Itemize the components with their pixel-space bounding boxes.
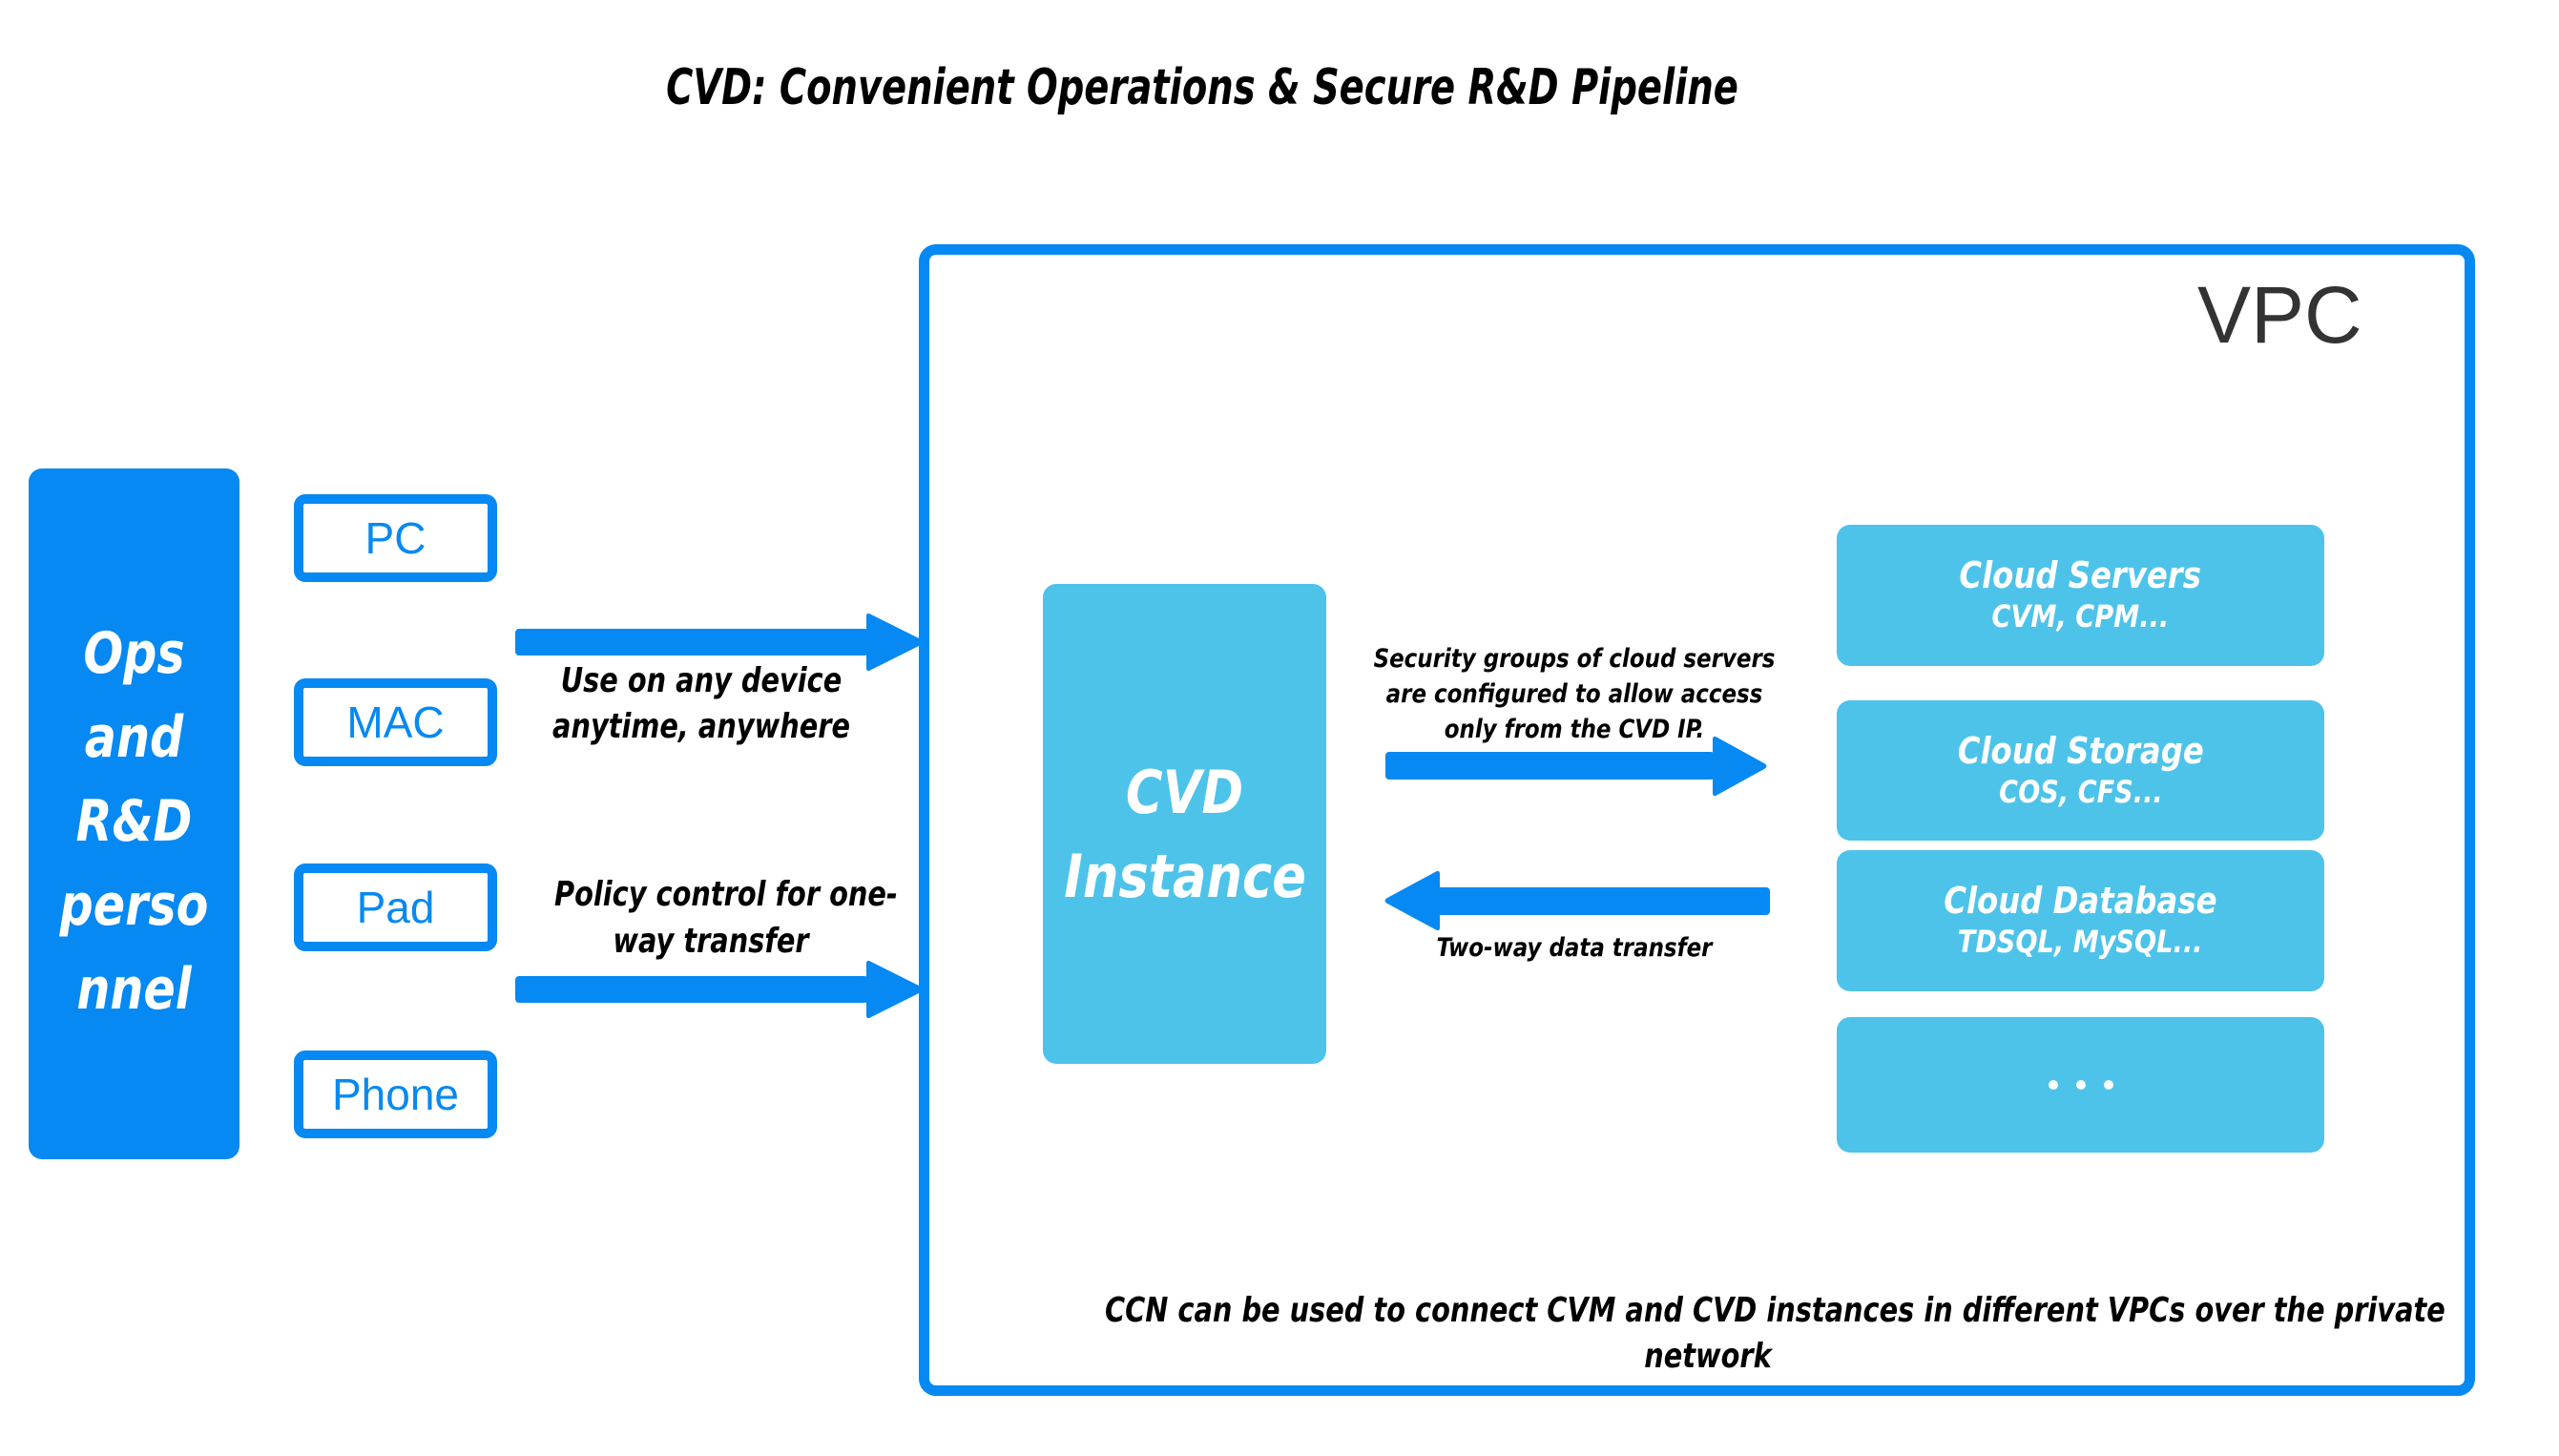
arrow-to-cvd — [1384, 870, 1770, 931]
personnel-label-line: Ops — [83, 620, 185, 687]
arrow-to-services — [1385, 736, 1767, 797]
personnel-label-line: and — [84, 704, 184, 771]
personnel-label: Ops and R&D perso nnel — [48, 612, 220, 1031]
caption-line: only from the CVD IP. — [1444, 715, 1705, 744]
vpc-label: VPC — [2197, 270, 2362, 360]
personnel-label-line: R&D — [75, 788, 193, 855]
diagram-title: CVD: Convenient Operations & Secure R&D … — [666, 59, 1738, 116]
device-phone: Phone — [294, 1050, 497, 1138]
caption-line: Policy control for one- — [554, 875, 898, 914]
cvd-label-line: Instance — [1064, 842, 1307, 911]
personnel-label-line: nnel — [76, 956, 192, 1023]
cvd-instance-label: CVD Instance — [1064, 751, 1307, 919]
service-more — [1837, 1017, 2324, 1153]
service-name: Cloud Servers — [1959, 554, 2202, 596]
service-cloud-servers: Cloud Servers CVM, CPM... — [1837, 525, 2324, 666]
caption-line: Two-way data transfer — [1436, 933, 1713, 963]
access-caption-2: Policy control for one- way transfer — [554, 871, 898, 965]
access-arrow-right-2 — [515, 960, 924, 1019]
service-examples: TDSQL, MySQL... — [1958, 924, 2203, 960]
ellipsis-icon — [2048, 1080, 2113, 1090]
service-examples: CVM, CPM... — [1991, 598, 2170, 634]
footnote-line: CCN can be used to connect CVM and CVD i… — [1105, 1291, 2445, 1330]
security-caption: Security groups of cloud servers are con… — [1372, 641, 1778, 747]
device-pc: PC — [294, 494, 497, 582]
caption-line: way transfer — [613, 922, 809, 961]
personnel-label-line: perso — [59, 872, 209, 939]
device-mac: MAC — [294, 678, 497, 766]
device-pad: Pad — [294, 863, 497, 951]
caption-line: Security groups of cloud servers — [1373, 644, 1776, 674]
personnel-panel: Ops and R&D perso nnel — [29, 468, 239, 1159]
caption-line: anytime, anywhere — [552, 707, 850, 746]
cvd-instance: CVD Instance — [1043, 584, 1326, 1064]
access-caption-1: Use on any device anytime, anywhere — [552, 658, 850, 750]
service-examples: COS, CFS... — [1998, 773, 2163, 810]
ccn-footnote: CCN can be used to connect CVM and CVD i… — [1105, 1288, 2445, 1380]
service-cloud-storage: Cloud Storage COS, CFS... — [1837, 700, 2324, 841]
cvd-label-line: CVD — [1125, 758, 1244, 827]
service-name: Cloud Database — [1944, 880, 2217, 922]
two-way-caption: Two-way data transfer — [1372, 930, 1778, 966]
footnote-line: network — [1644, 1337, 1772, 1376]
caption-line: are configured to allow access — [1385, 679, 1763, 709]
service-cloud-database: Cloud Database TDSQL, MySQL... — [1837, 850, 2324, 991]
service-name: Cloud Storage — [1957, 729, 2204, 772]
access-arrow-right-1 — [515, 613, 924, 672]
caption-line: Use on any device — [560, 661, 843, 700]
